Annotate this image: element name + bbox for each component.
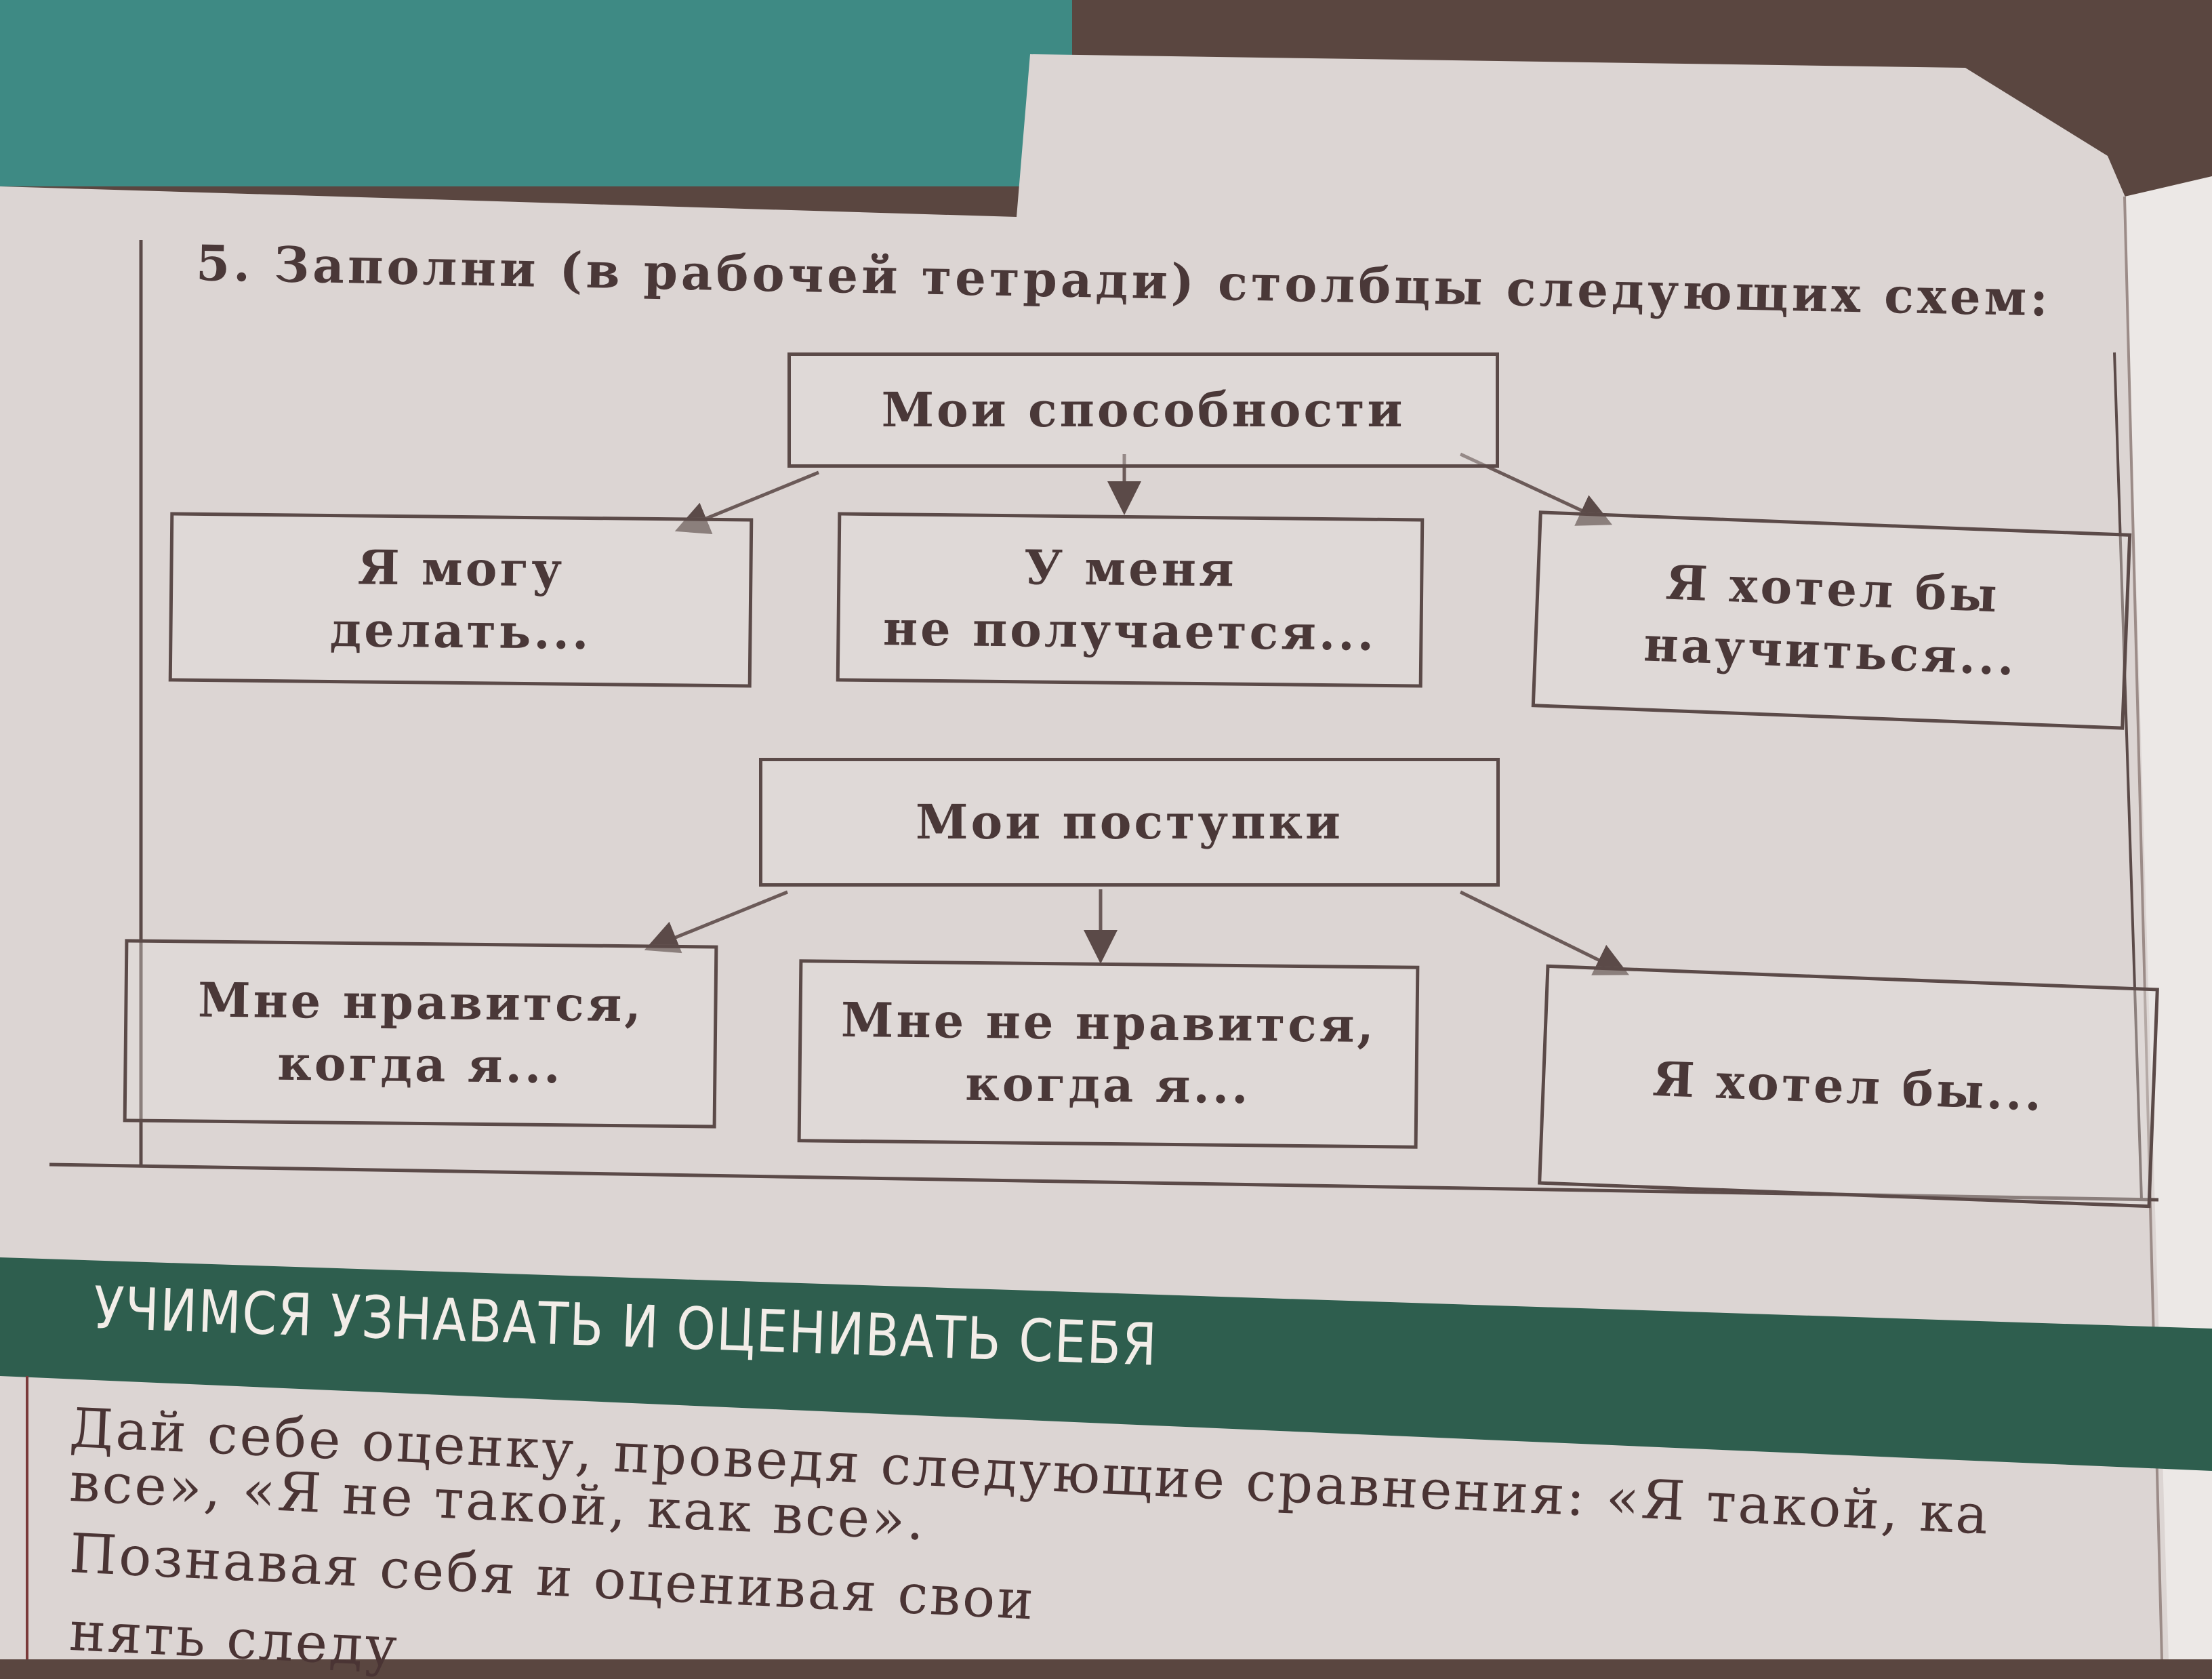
box-my-abilities: Мои способности [787, 352, 1499, 468]
box-i-fail-at: У меня не получается... [836, 512, 1425, 688]
arrow [1459, 890, 1629, 975]
box-label: Мои поступки [916, 794, 1343, 850]
page [0, 54, 2212, 1659]
box-label: Мне не нравится, [840, 991, 1377, 1054]
next-page-edge [2125, 176, 2212, 1659]
box-label: Я хотел бы... [1652, 1050, 2045, 1122]
arrow [674, 470, 819, 535]
box-label: Мне нравится, [197, 971, 644, 1033]
box-label: не получается... [882, 600, 1377, 662]
frame-right-line [2113, 352, 2143, 1200]
box-i-like-when: Мне нравится, когда я... [123, 939, 718, 1129]
section-band [0, 1257, 2212, 1471]
teal-book-cover [0, 0, 1072, 186]
box-label: когда я... [964, 1055, 1252, 1115]
box-i-dislike-when: Мне не нравится, когда я... [797, 959, 1420, 1149]
box-label: делать... [329, 601, 592, 661]
box-i-can-do: Я могу делать... [168, 512, 754, 688]
arrows [644, 452, 1629, 975]
box-label: Я могу [357, 539, 565, 598]
box-my-actions: Мои поступки [759, 758, 1500, 887]
frame-bottom-line [49, 1162, 2159, 1202]
box-label: когда я... [276, 1034, 564, 1095]
arrow [644, 890, 788, 954]
box-i-would-like: Я хотел бы... [1538, 964, 2159, 1209]
box-label: У меня [1023, 539, 1237, 598]
box-label: Мои способности [881, 382, 1406, 438]
box-i-want-to-learn: Я хотел бы научиться... [1531, 510, 2132, 730]
